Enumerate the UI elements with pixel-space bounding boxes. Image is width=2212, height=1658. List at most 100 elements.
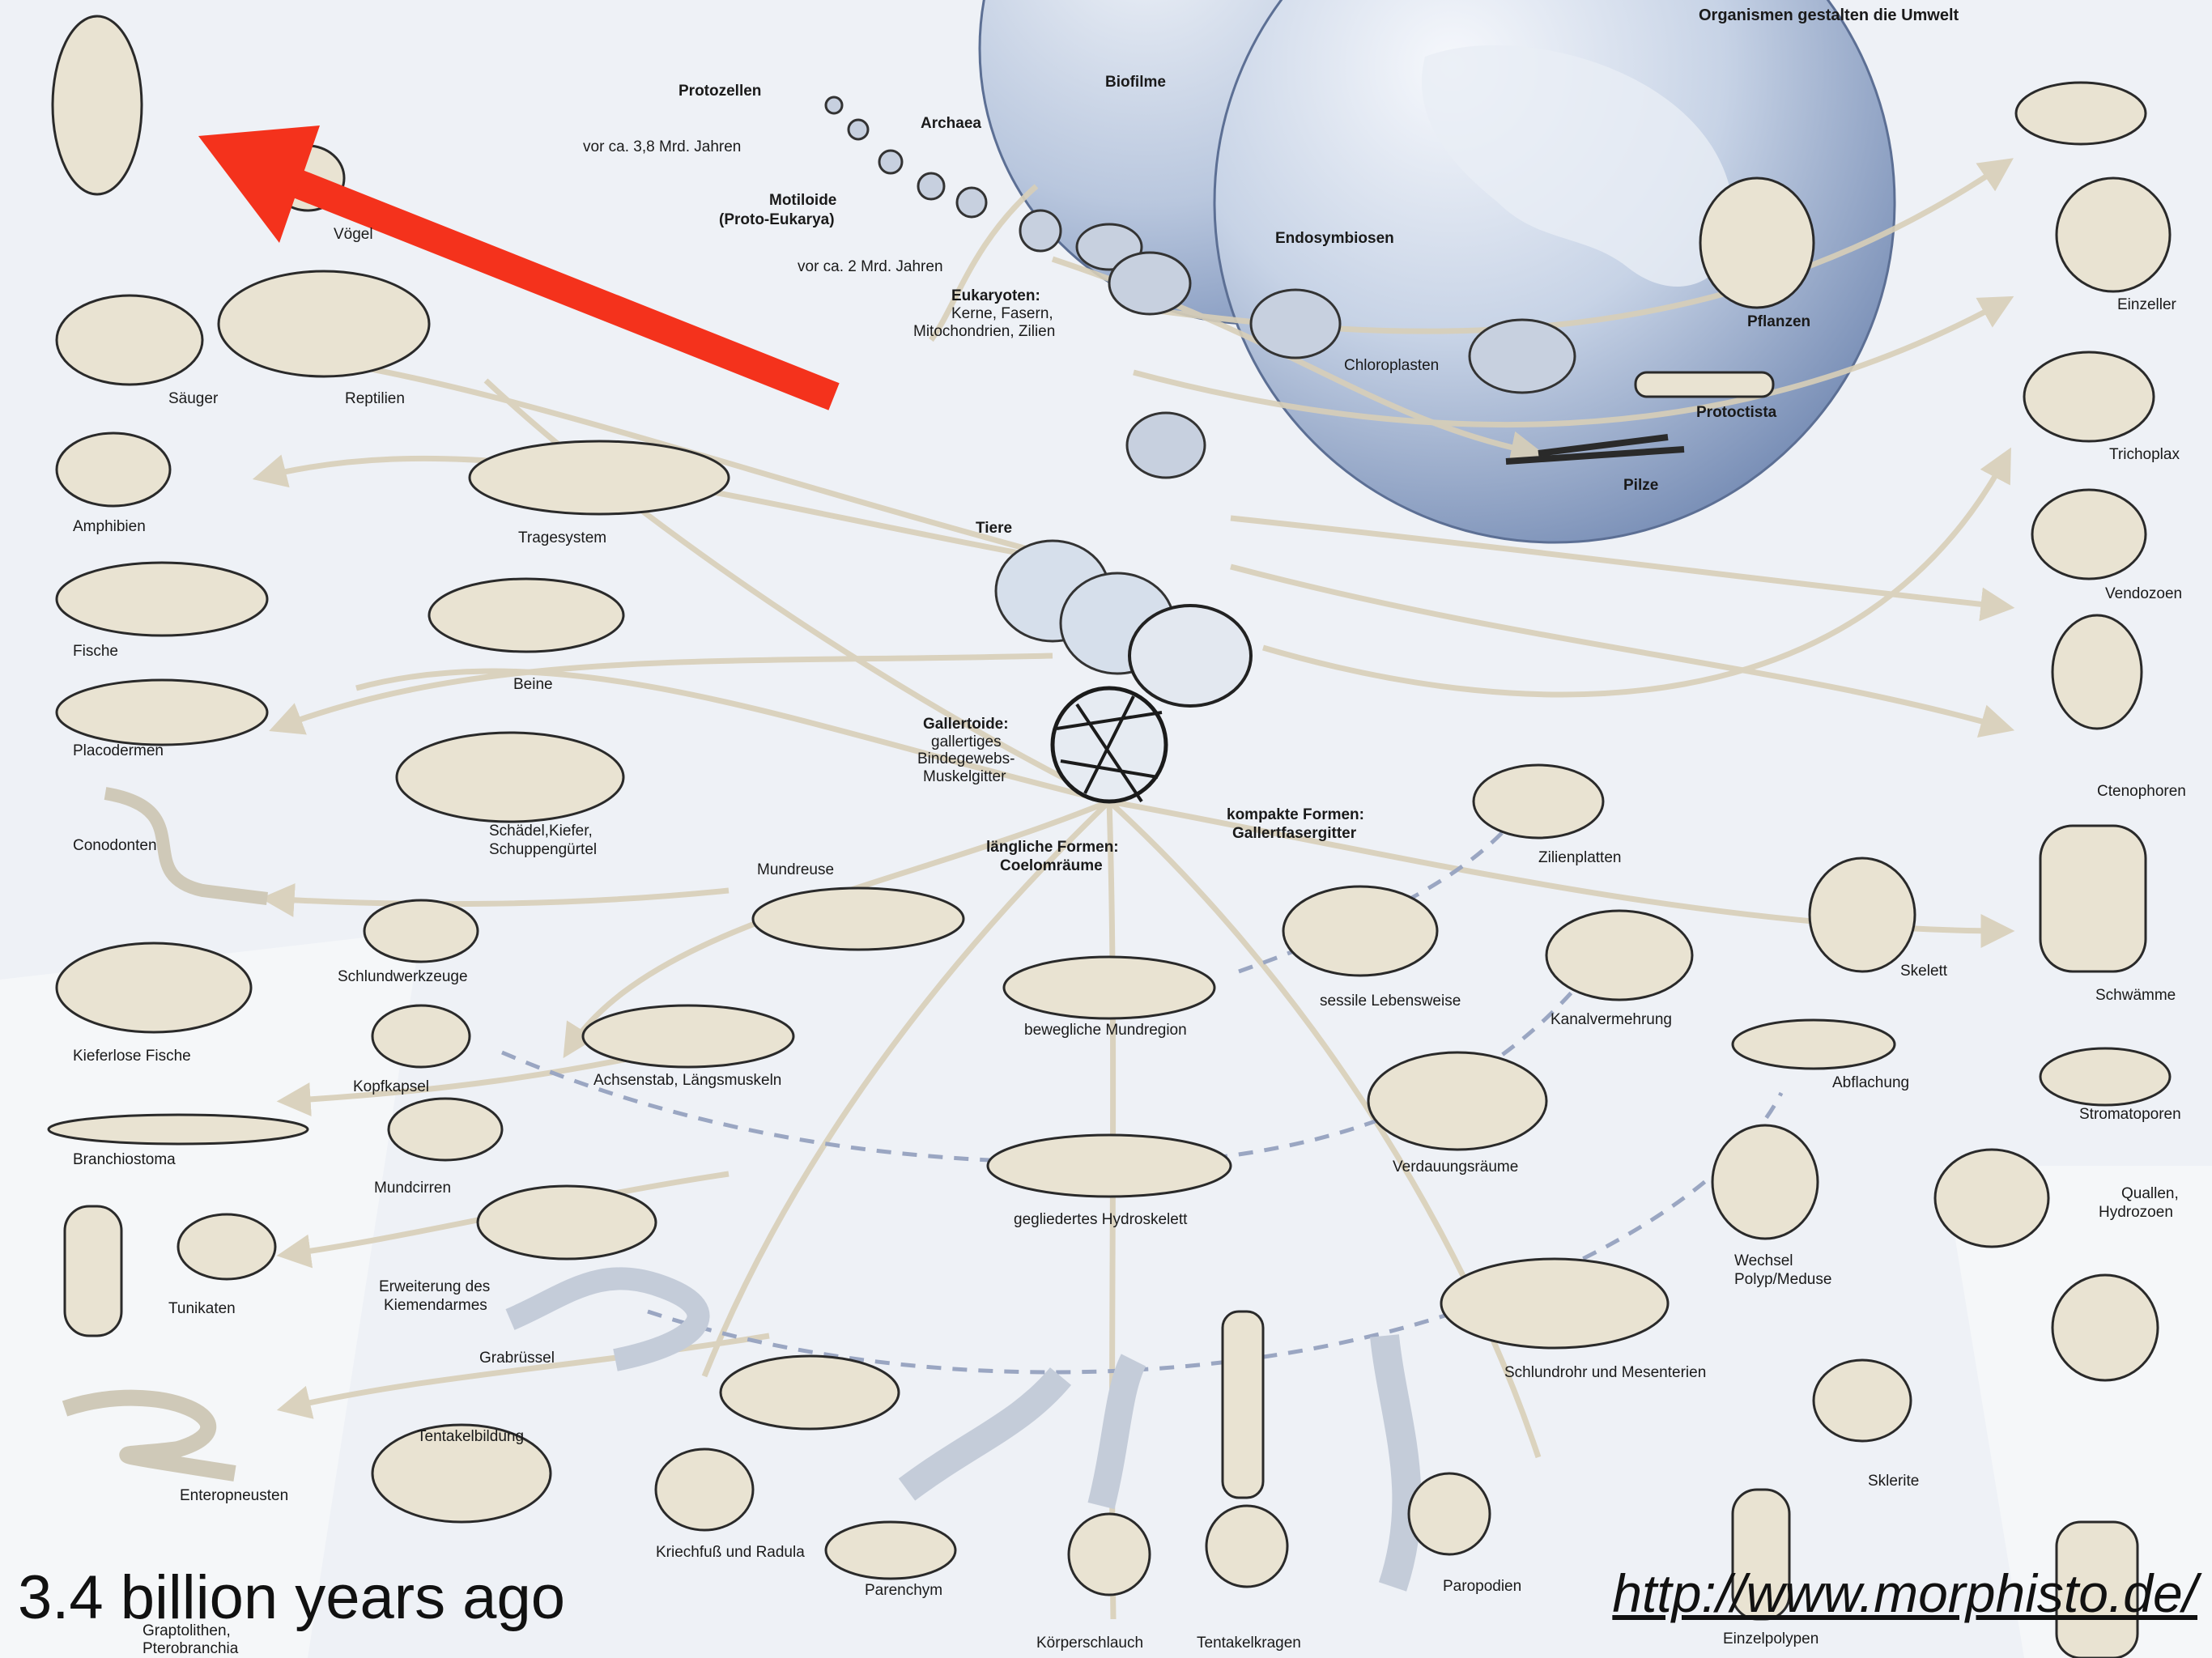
qualle-figure [1935, 1150, 2048, 1247]
label-abflachung: Abflachung [1832, 1075, 1909, 1092]
label-eukaryoten-sub1: Kerne, Fasern, [951, 306, 1053, 323]
zilienplatten-figure [1474, 765, 1603, 838]
label-sessile: sessile Lebensweise [1320, 993, 1461, 1010]
worm-figure-1 [721, 1356, 899, 1429]
koerperschlauch-figure [1069, 1514, 1150, 1595]
mundcirren-figure [389, 1099, 502, 1160]
label-gegliedertes: gegliedertes Hydroskelett [1014, 1212, 1187, 1229]
placoderm-figure [57, 680, 267, 745]
skull-figure [397, 733, 623, 822]
kriechfuss-figure [656, 1449, 753, 1530]
label-graptolithen-2: Pterobranchia [143, 1641, 238, 1658]
label-reptilien: Reptilien [345, 391, 405, 408]
label-laengliche: längliche Formen: [986, 840, 1119, 857]
sklerite-figure [1814, 1360, 1911, 1441]
label-vor-38: vor ca. 3,8 Mrd. Jahren [583, 139, 741, 156]
label-kompakte: kompakte Formen: [1227, 807, 1364, 824]
kanal-figure [1546, 911, 1692, 1000]
label-kieferlose: Kieferlose Fische [73, 1048, 191, 1065]
label-sklerite: Sklerite [1868, 1473, 1919, 1490]
schwamm-figure [2040, 826, 2146, 971]
label-branchiostoma: Branchiostoma [73, 1152, 176, 1169]
label-pilze: Pilze [1623, 478, 1658, 495]
tunicate-figure [65, 1206, 121, 1336]
humans-figure [53, 16, 142, 194]
label-schwaemme: Schwämme [2095, 988, 2176, 1005]
label-kopfkapsel: Kopfkapsel [353, 1079, 429, 1096]
label-kriechfuss: Kriechfuß und Radula [656, 1545, 805, 1562]
einzeller-figure-2 [2057, 178, 2170, 291]
label-schaedel-1: Schädel,Kiefer, [489, 823, 593, 840]
label-einzelpolypen: Einzelpolypen [1723, 1631, 1819, 1648]
jawless-fish-figure [57, 943, 251, 1032]
tunicate-figure-2 [178, 1214, 275, 1279]
label-skelett: Skelett [1900, 963, 1947, 980]
achsenstab-figure [583, 1005, 793, 1067]
label-erweiterung-1: Erweiterung des [379, 1279, 490, 1296]
label-eukaryoten: Eukaryoten: [951, 288, 1040, 305]
amphibian-figure [57, 433, 170, 506]
skelett-figure [1810, 858, 1915, 971]
label-voegel: Vögel [334, 227, 373, 244]
label-koerperschlauch: Körperschlauch [1036, 1635, 1143, 1652]
label-enteropneusten: Enteropneusten [180, 1488, 288, 1505]
caption-time: 3.4 billion years ago [18, 1562, 565, 1633]
label-tunikaten: Tunikaten [168, 1301, 236, 1318]
tiere-cell-3 [1129, 606, 1251, 706]
label-gallertoide: Gallertoide: [923, 716, 1009, 733]
label-gallertfasergitter: Gallertfasergitter [1232, 826, 1356, 843]
label-placodermen: Placodermen [73, 743, 164, 760]
label-coelomraeume: Coelomräume [1000, 858, 1103, 875]
erweiterung-figure [478, 1186, 656, 1259]
trichoplax-figure [2024, 352, 2154, 441]
label-gallertoide-sub2: Bindegewebs- [917, 751, 1015, 768]
label-fische: Fische [73, 644, 118, 661]
label-stromatoporen: Stromatoporen [2079, 1107, 2181, 1124]
parenchym-figure [826, 1522, 955, 1579]
label-gallertoide-sub1: gallertiges [931, 734, 1002, 751]
kopfkapsel-figure [372, 1005, 470, 1067]
label-proto-eukarya: (Proto-Eukarya) [719, 212, 835, 229]
label-paropodien: Paropodien [1443, 1579, 1521, 1596]
label-verdauungsraeume: Verdauungsräume [1393, 1159, 1518, 1176]
label-tragesystem: Tragesystem [518, 530, 606, 547]
tentakelkragen-figure [1206, 1506, 1287, 1587]
label-schlundwerkzeuge: Schlundwerkzeuge [338, 969, 468, 986]
label-tentakelkragen: Tentakelkragen [1197, 1635, 1301, 1652]
branchiostoma-figure [49, 1115, 308, 1144]
label-einzeller: Einzeller [2117, 297, 2176, 314]
label-endosymbiosen: Endosymbiosen [1275, 231, 1394, 248]
label-ctenophoren: Ctenophoren [2097, 784, 2186, 801]
label-tiere: Tiere [976, 521, 1012, 538]
label-saeuger: Säuger [168, 391, 218, 408]
label-parenchym: Parenchym [865, 1583, 942, 1600]
source-link[interactable]: http://www.morphisto.de/ [1612, 1562, 2197, 1624]
label-grabruessel: Grabrüssel [479, 1350, 555, 1367]
label-beine: Beine [513, 677, 553, 694]
label-pflanzen: Pflanzen [1747, 314, 1810, 331]
label-trichoplax: Trichoplax [2109, 447, 2180, 464]
einzeller-figure [2016, 83, 2146, 144]
pflanzen-figure [1700, 178, 1814, 308]
ctenophore-figure [2052, 615, 2142, 729]
stromatopore-figure [2040, 1048, 2170, 1105]
label-quallen-2: Hydrozoen [2099, 1205, 2173, 1222]
header-title: Organismen gestalten die Umwelt [1699, 6, 1959, 24]
beine-figure [429, 579, 623, 652]
label-wechsel-1: Wechsel [1734, 1253, 1793, 1270]
verdauung-figure [1368, 1052, 1546, 1150]
label-mundreuse: Mundreuse [757, 862, 834, 879]
label-schaedel-2: Schuppengürtel [489, 842, 597, 859]
label-archaea: Archaea [921, 116, 981, 133]
schlundrohr-figure [1441, 1259, 1668, 1348]
protoctista-figure [1636, 372, 1773, 397]
reptile-figure [219, 271, 429, 376]
label-protozellen: Protozellen [678, 83, 761, 100]
hydroskelett-figure [988, 1135, 1231, 1197]
paropodien-figure [1409, 1473, 1490, 1554]
label-zilienplatten: Zilienplatten [1538, 850, 1621, 867]
label-schlundrohr: Schlundrohr und Mesenterien [1504, 1365, 1706, 1382]
label-erweiterung-2: Kiemendarmes [384, 1298, 487, 1315]
label-motiloide: Motiloide [769, 193, 836, 210]
